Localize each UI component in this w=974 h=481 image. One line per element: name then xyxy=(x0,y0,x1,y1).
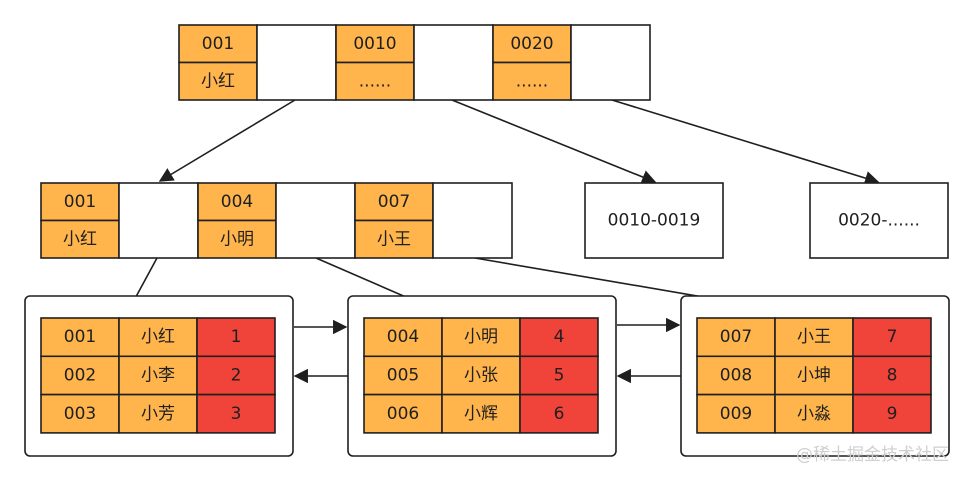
leaf-key-cell xyxy=(363,393,443,434)
leaf-key-cell xyxy=(696,393,776,434)
internal-pointer-cell xyxy=(275,182,356,259)
root-key-text: 0020 xyxy=(510,34,553,54)
leaf-key-cell xyxy=(40,355,120,396)
internal-value-text: 小红 xyxy=(63,229,97,249)
internal-key-text: 001 xyxy=(64,192,96,212)
edge-root-to-range-1 xyxy=(451,99,657,184)
leaf-data-cell xyxy=(519,355,599,396)
leaf-name-cell-text: 小明 xyxy=(464,327,498,347)
leaf-name-cell-text: 小辉 xyxy=(464,404,498,424)
internal-value-text: 小明 xyxy=(220,229,254,249)
internal-pointer-cell xyxy=(118,182,199,259)
root-value-text: ...... xyxy=(359,71,391,91)
internal-value-cell xyxy=(197,219,277,259)
root-value-cell xyxy=(178,61,258,101)
leaf-key-cell-text: 004 xyxy=(387,327,419,347)
range-node xyxy=(809,182,949,259)
leaf-name-cell xyxy=(774,317,854,358)
leaf-data-cell-text: 4 xyxy=(554,327,565,347)
leaf-data-cell-text: 7 xyxy=(887,327,898,347)
range-node xyxy=(584,182,724,259)
leaf-key-cell-text: 003 xyxy=(64,404,96,424)
root-value-text: ...... xyxy=(516,71,548,91)
internal-value-cell xyxy=(40,219,120,259)
range-node-label: 0010-0019 xyxy=(608,211,701,231)
leaf-data-cell xyxy=(852,355,932,396)
leaf-data-cell xyxy=(852,393,932,434)
internal-value-text: 小王 xyxy=(377,229,411,249)
root-pointer-cell xyxy=(570,24,651,101)
leaf-key-cell-text: 005 xyxy=(387,365,419,385)
root-key-cell xyxy=(492,24,572,64)
leaf-data-cell xyxy=(196,355,276,396)
leaf-data-cell xyxy=(196,393,276,434)
leaf-data-cell xyxy=(196,317,276,358)
leaf-key-cell-text: 002 xyxy=(64,365,96,385)
edge-root-to-range-2 xyxy=(611,99,880,186)
internal-pointer-cell xyxy=(432,182,513,259)
root-pointer-cell xyxy=(413,24,494,101)
leaf-name-cell xyxy=(774,355,854,396)
root-value-cell xyxy=(335,61,415,101)
root-key-text: 0010 xyxy=(353,34,396,54)
leaf-data-cell-text: 9 xyxy=(887,404,898,424)
leaf-name-cell-text: 小坤 xyxy=(797,365,831,385)
leaf-data-cell-text: 6 xyxy=(554,404,565,424)
leaf-name-cell-text: 小淼 xyxy=(797,404,831,424)
root-value-cell xyxy=(492,61,572,101)
internal-key-cell xyxy=(197,182,277,222)
leaf-key-cell xyxy=(696,317,776,358)
leaf-name-cell xyxy=(118,393,198,434)
leaf-data-cell-text: 2 xyxy=(231,365,242,385)
leaf-name-cell-text: 小红 xyxy=(141,327,175,347)
internal-key-text: 004 xyxy=(221,192,253,212)
tree-nodes: 001 小红 0010...... 0020...... 001 小红 004 小明 007 小王… xyxy=(24,24,950,457)
leaf-name-cell-text: 小张 xyxy=(464,365,498,385)
leaf-name-cell-text: 小李 xyxy=(141,365,175,385)
leaf-name-cell-text: 小王 xyxy=(797,327,831,347)
leaf-key-cell-text: 001 xyxy=(64,327,96,347)
leaf-data-cell-text: 3 xyxy=(231,404,242,424)
leaf-data-cell xyxy=(852,317,932,358)
range-node-label: 0020-...... xyxy=(838,211,920,231)
leaf-name-cell xyxy=(118,355,198,396)
leaf-data-cell xyxy=(519,393,599,434)
leaf-data-cell-text: 8 xyxy=(887,365,898,385)
root-key-text: 001 xyxy=(202,34,234,54)
leaf-key-cell-text: 009 xyxy=(720,404,752,424)
watermark: @稀土掘金技术社区 xyxy=(796,445,949,465)
leaf-name-cell xyxy=(118,317,198,358)
leaf-key-cell-text: 007 xyxy=(720,327,752,347)
internal-key-text: 007 xyxy=(378,192,410,212)
leaf-key-cell-text: 006 xyxy=(387,404,419,424)
leaf-name-cell xyxy=(774,393,854,434)
internal-key-cell xyxy=(40,182,120,222)
leaf-key-cell xyxy=(363,355,443,396)
leaf-key-cell-text: 008 xyxy=(720,365,752,385)
root-value-text: 小红 xyxy=(201,71,235,91)
leaf-name-cell-text: 小芳 xyxy=(141,404,175,424)
leaf-data-cell-text: 5 xyxy=(554,365,565,385)
edge-root-to-internal xyxy=(158,99,296,182)
root-pointer-cell xyxy=(256,24,337,101)
leaf-data-cell-text: 1 xyxy=(231,327,242,347)
